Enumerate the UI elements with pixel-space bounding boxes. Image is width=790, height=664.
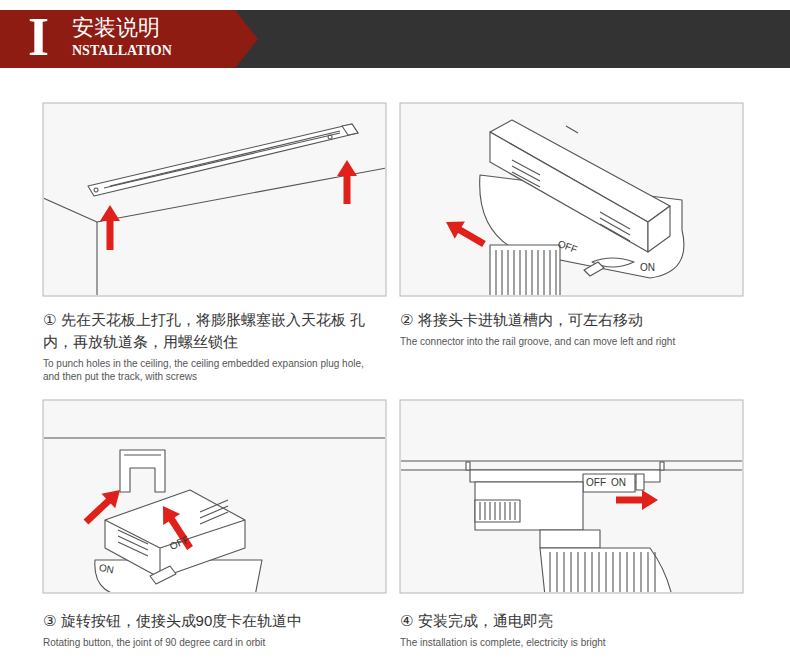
step-instruction: ④ 安装完成，通电即亮 (400, 610, 743, 632)
switch-label: OFF (556, 238, 579, 255)
line-art (150, 566, 176, 584)
step-panel: ④ 安装完成，通电即亮 The installation is complete,… (400, 400, 743, 649)
line-art (342, 124, 358, 135)
red-arrow (337, 160, 357, 204)
line-art (200, 500, 228, 524)
line-art (584, 262, 604, 276)
switch-label: ON (640, 262, 655, 273)
line-art (512, 160, 540, 187)
line-art (124, 454, 161, 455)
switch-label: ON (98, 562, 115, 575)
red-arrows (84, 160, 658, 550)
line-art (120, 450, 165, 492)
step-instruction: ① 先在天花板上打孔，将膨胀螺塞嵌入天花板 孔内，再放轨道条，用螺丝锁住 (43, 309, 373, 353)
line-art (550, 552, 655, 592)
step-panel: ③ 旋转按钮，使接头成90度卡在轨道中 Rotating button, the … (43, 400, 386, 649)
line-art (104, 133, 340, 188)
line-art (328, 135, 332, 139)
line-art (566, 126, 578, 133)
line-art (105, 490, 245, 578)
line-art (466, 462, 664, 470)
title-english: NSTALLATION (72, 43, 172, 58)
line-art (110, 131, 340, 186)
panel-frame (43, 103, 386, 296)
line-art (636, 474, 644, 490)
step-instruction-en: To punch holes in the ceiling, the ceili… (43, 357, 373, 383)
red-arrow (616, 490, 658, 510)
line-art (88, 124, 358, 196)
panel-illustration (401, 461, 742, 592)
line-art (583, 474, 635, 492)
line-art (94, 188, 98, 192)
panel-frames (43, 103, 743, 593)
switch-label: OFF (586, 477, 606, 488)
panel-illustration (480, 120, 684, 295)
line-art (44, 437, 385, 438)
red-arrow (100, 205, 120, 250)
line-art (475, 482, 583, 530)
line-art (118, 530, 148, 556)
step-instruction: ③ 旋转按钮，使接头成90度卡在轨道中 (43, 610, 386, 632)
line-art (540, 530, 600, 548)
title-initial: I (28, 8, 49, 67)
red-arrow (446, 221, 486, 247)
line-art (600, 212, 630, 241)
red-arrow (84, 490, 120, 525)
line-art (496, 250, 556, 295)
line-art (490, 132, 648, 252)
step-instruction-en: The installation is complete, electricit… (400, 636, 743, 649)
step-panel: ② 将接头卡进轨道槽内，可左右移动 The connector into the … (400, 103, 743, 348)
page-title: 安装说明 (72, 15, 160, 41)
line-art (475, 500, 520, 522)
line-art (540, 548, 672, 592)
switch-label: ON (611, 477, 626, 488)
panel-illustration (44, 124, 385, 295)
panel-illustration (44, 438, 385, 592)
line-art (96, 222, 97, 295)
line-art (648, 206, 670, 252)
line-art (480, 502, 515, 520)
step-instruction-en: Rotating button, the joint of 90 degree … (43, 636, 386, 649)
line-art (401, 461, 742, 470)
step-panel: ① 先在天花板上打孔，将膨胀螺塞嵌入天花板 孔内，再放轨道条，用螺丝锁住 To p… (43, 103, 373, 383)
line-art (490, 245, 560, 295)
header-band (0, 10, 790, 68)
panel-frame (400, 103, 743, 296)
switch-label: OFF (168, 534, 191, 552)
step-instruction-en: The connector into the rail groove, and … (400, 335, 743, 348)
step-instruction: ② 将接头卡进轨道槽内，可左右移动 (400, 309, 743, 331)
